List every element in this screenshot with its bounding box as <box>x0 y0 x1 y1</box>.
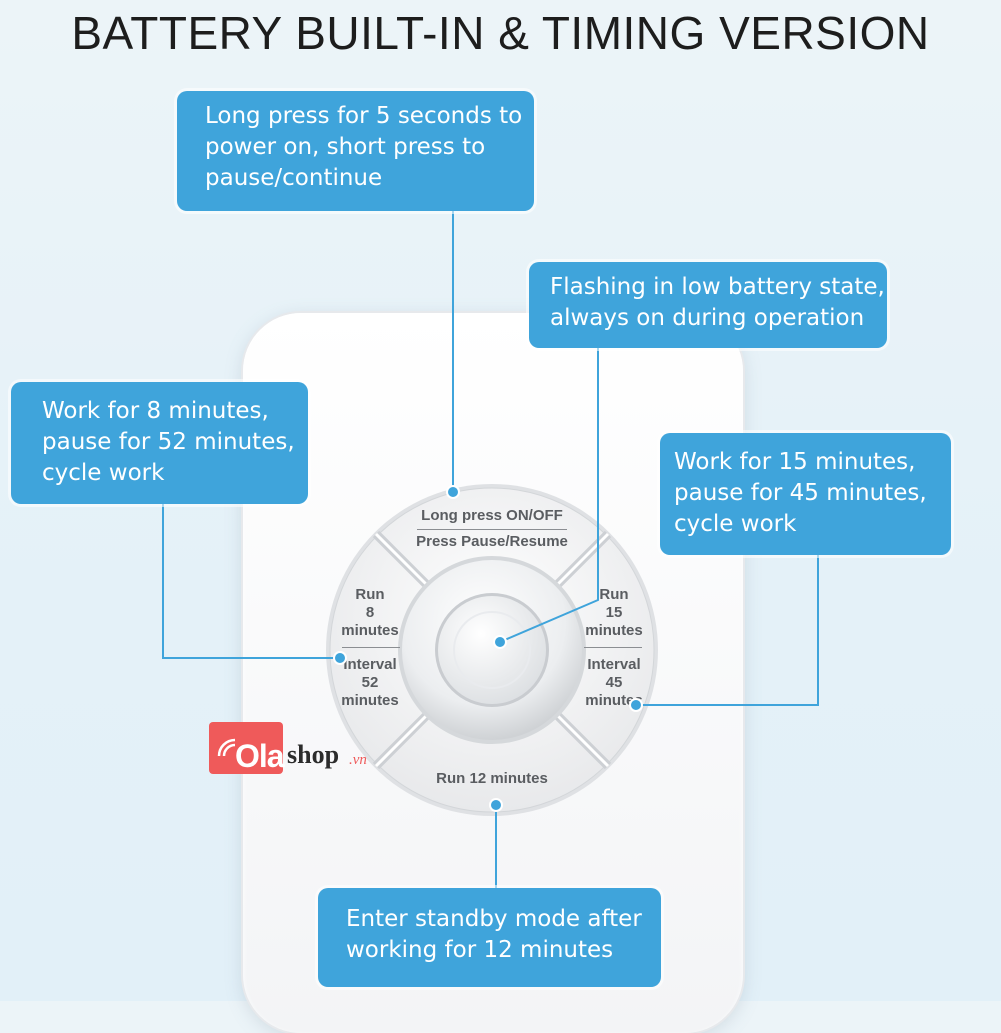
run-12-minutes-button[interactable] <box>412 742 572 812</box>
watermark-ola: Ola <box>235 738 285 774</box>
bottom-button-label: Run 12 minutes <box>436 770 548 787</box>
signal-icon <box>217 738 236 757</box>
top-button-divider <box>417 529 567 530</box>
callout-battery: Flashing in low battery state, always on… <box>529 262 887 348</box>
watermark-logo: Ola shop .vn <box>209 722 379 774</box>
right-divider <box>584 647 642 648</box>
center-indicator-button[interactable] <box>438 596 546 704</box>
run-15-minutes-button[interactable] <box>574 570 654 730</box>
callout-left: Work for 8 minutes, pause for 52 minutes… <box>11 382 308 504</box>
watermark-vn: .vn <box>349 752 367 768</box>
left-run-label: Run 8 minutes <box>341 586 399 639</box>
watermark-shop: shop <box>287 740 340 769</box>
right-run-label: Run 15 minutes <box>585 586 643 639</box>
page-title: BATTERY BUILT-IN & TIMING VERSION <box>71 7 930 59</box>
callout-power: Long press for 5 seconds to power on, sh… <box>177 91 534 211</box>
callout-bottom: Enter standby mode after working for 12 … <box>318 888 661 987</box>
callout-right: Work for 15 minutes, pause for 45 minute… <box>660 433 951 555</box>
left-interval-label: Interval 52 minutes <box>341 656 399 709</box>
run-8-minutes-button[interactable] <box>330 570 410 730</box>
right-interval-label: Interval 45 minutes <box>585 656 643 709</box>
left-divider <box>342 647 400 648</box>
power-button[interactable] <box>412 490 572 560</box>
